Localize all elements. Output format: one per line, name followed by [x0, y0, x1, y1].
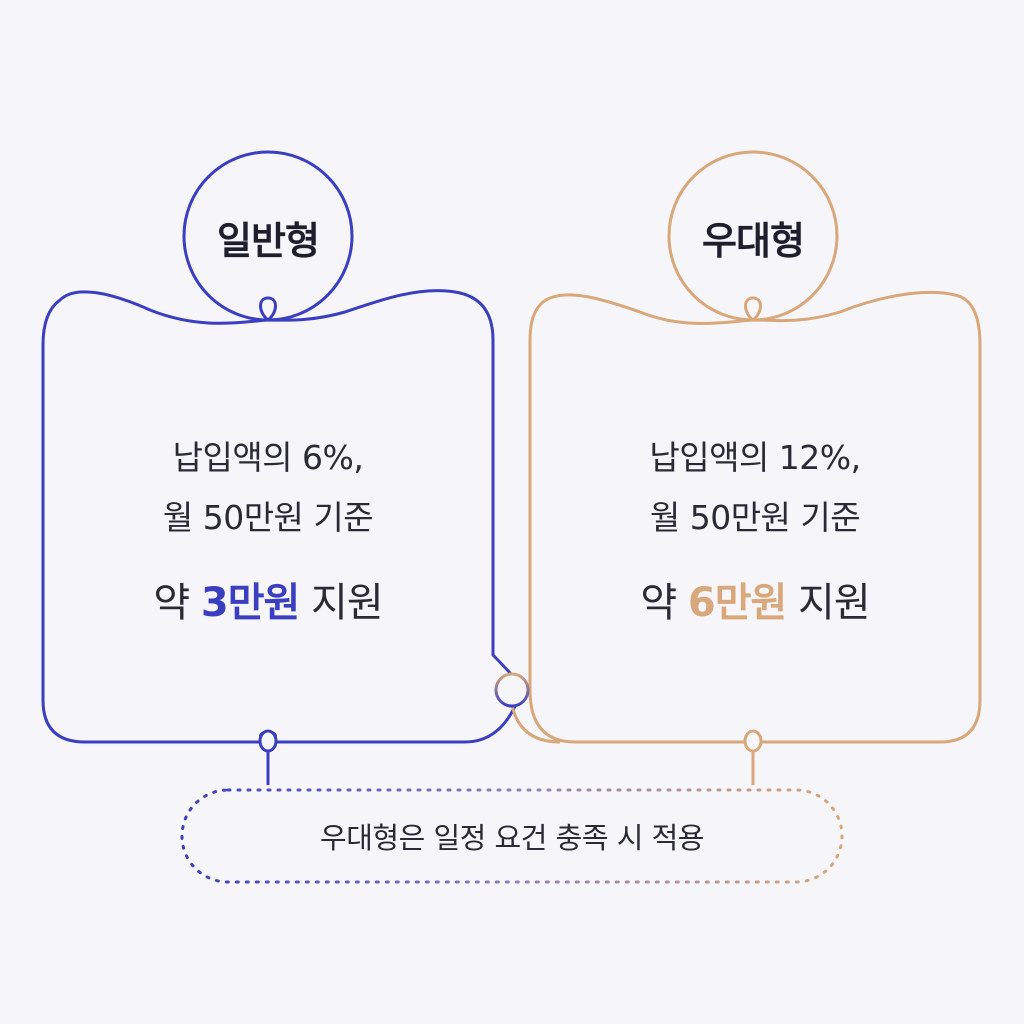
center-join-ring	[494, 672, 530, 708]
preferential-basis-line: 월 50만원 기준	[649, 498, 861, 537]
preferential-top-loop	[744, 296, 762, 322]
general-amount-value: 3만원	[200, 580, 300, 626]
general-badge-label: 일반형	[217, 219, 320, 263]
preferential-join-curve	[510, 704, 561, 744]
general-top-loop	[259, 296, 277, 322]
preferential-bottom-loop	[743, 729, 763, 753]
preferential-amount-value: 6만원	[687, 580, 787, 626]
general-amount-line: 약 3만원 지원	[58, 570, 478, 628]
preferential-amount-prefix: 약	[640, 580, 688, 626]
preferential-amount-suffix: 지원	[786, 580, 871, 626]
general-card-content: 납입액의 6%, 월 50만원 기준 약 3만원 지원	[58, 428, 478, 628]
preferential-amount-line: 약 6만원 지원	[545, 570, 965, 628]
preferential-rate-line: 납입액의 12%,	[649, 438, 861, 477]
general-rate-line: 납입액의 6%,	[172, 438, 364, 477]
preferential-card-content: 납입액의 12%, 월 50만원 기준 약 6만원 지원	[545, 428, 965, 628]
general-basis-line: 월 50만원 기준	[162, 498, 374, 537]
general-amount-suffix: 지원	[299, 580, 384, 626]
footnote-text: 우대형은 일정 요건 충족 시 적용	[320, 821, 704, 855]
general-amount-prefix: 약	[153, 580, 201, 626]
general-bottom-loop	[258, 729, 278, 753]
general-card-outline	[41, 289, 520, 744]
preferential-badge-label: 우대형	[702, 219, 805, 263]
footnote-dotted-pill	[180, 788, 844, 884]
